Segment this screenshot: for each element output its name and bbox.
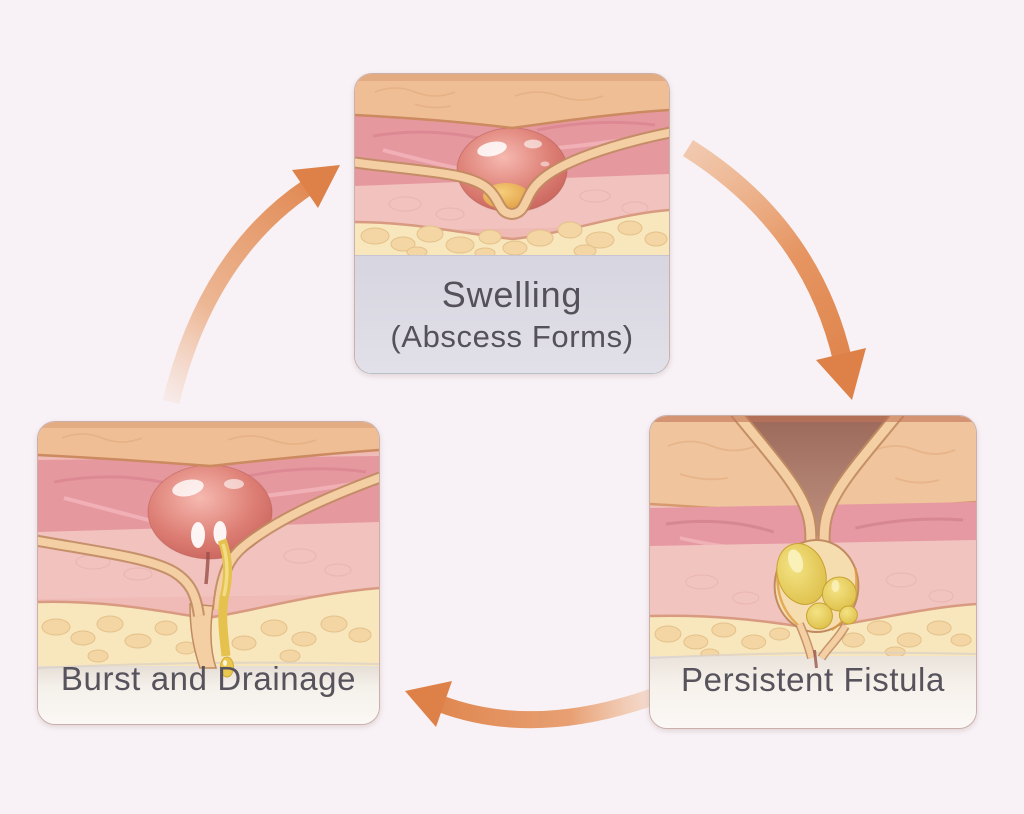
stage-card-burst-drainage: Burst and Drainage bbox=[37, 421, 380, 725]
stage-label-persistent-fistula: Persistent Fistula bbox=[681, 661, 945, 698]
swelling-illustration bbox=[355, 74, 669, 256]
burst-drainage-illustration bbox=[38, 422, 379, 724]
stage-card-persistent-fistula: Persistent Fistula bbox=[649, 415, 977, 729]
fat-texture bbox=[360, 220, 668, 256]
fat-texture bbox=[41, 615, 372, 663]
persistent-fistula-illustration bbox=[650, 416, 976, 728]
arrow-swelling-to-fistula bbox=[682, 139, 866, 400]
fat-texture bbox=[654, 620, 972, 660]
stage-label-swelling: Swelling bbox=[441, 273, 583, 315]
stage-sublabel-swelling: (Abscess Forms) bbox=[390, 318, 634, 354]
arrow-fistula-to-burst bbox=[405, 680, 680, 729]
swelling-label-band: Swelling (Abscess Forms) bbox=[355, 255, 669, 373]
arrow-burst-to-swelling bbox=[162, 165, 340, 404]
stage-label-burst-drainage: Burst and Drainage bbox=[60, 660, 357, 697]
stage-card-swelling: Swelling (Abscess Forms) bbox=[354, 73, 670, 374]
